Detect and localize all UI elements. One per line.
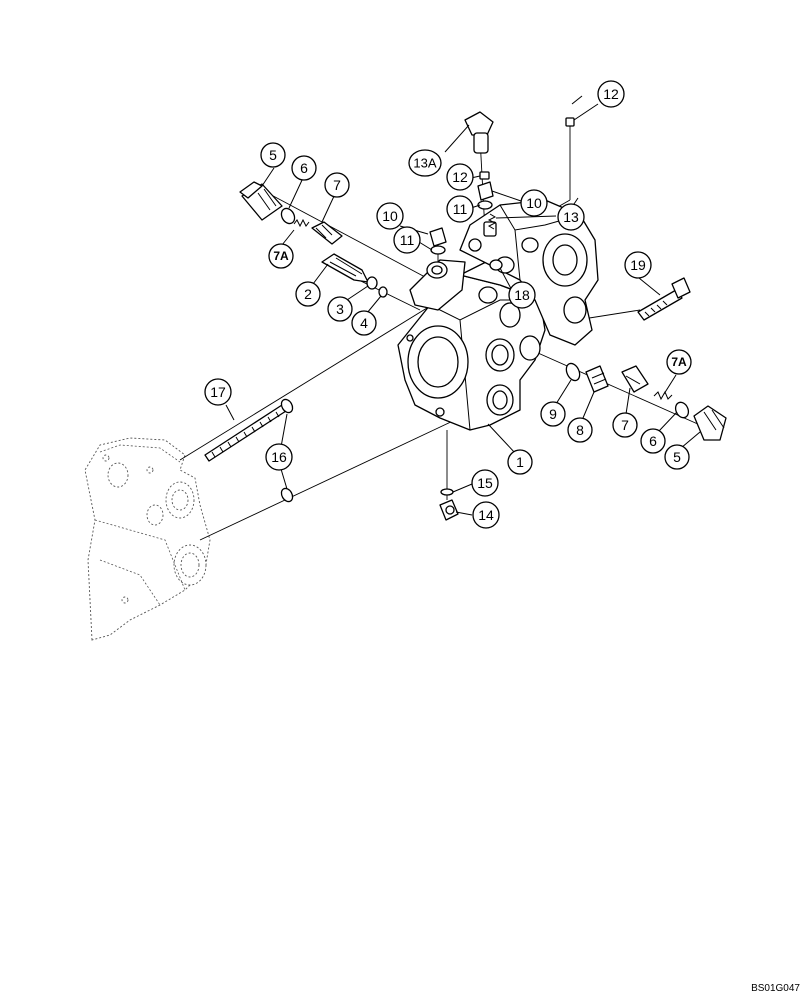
svg-text:5: 5 [673, 449, 681, 465]
callout-7-right: 7 [612, 412, 638, 438]
callouts: 5 6 7 7A 2 3 4 10 11 12 13A 12 10 11 13 … [204, 80, 692, 529]
plug-right [693, 405, 727, 441]
plug-8 [585, 365, 609, 393]
svg-text:13: 13 [563, 209, 579, 225]
callout-9: 9 [540, 401, 566, 427]
svg-text:7: 7 [333, 177, 341, 193]
callout-10-right: 10 [520, 189, 548, 217]
callout-5-right: 5 [664, 444, 690, 470]
callout-12-mid: 12 [446, 163, 474, 191]
callout-15: 15 [471, 469, 499, 497]
svg-text:10: 10 [382, 208, 398, 224]
components [204, 111, 727, 521]
elbow-fitting [464, 111, 494, 154]
svg-text:12: 12 [603, 86, 619, 102]
mating-pump-housing [84, 437, 211, 641]
svg-text:11: 11 [453, 201, 468, 217]
callout-10-left: 10 [376, 202, 404, 230]
svg-text:10: 10 [526, 195, 542, 211]
svg-text:7: 7 [621, 417, 629, 433]
relief-valve-right [621, 365, 649, 393]
svg-text:14: 14 [478, 507, 494, 523]
callout-4: 4 [351, 310, 377, 336]
svg-text:13A: 13A [413, 156, 436, 171]
callout-19: 19 [624, 251, 652, 279]
callout-7-left: 7 [324, 172, 350, 198]
callout-7A-left: 7A [268, 243, 294, 269]
callout-1: 1 [507, 449, 533, 475]
callout-7A-right: 7A [666, 349, 692, 375]
svg-text:4: 4 [360, 315, 368, 331]
svg-text:12: 12 [452, 169, 468, 185]
callout-3: 3 [327, 296, 353, 322]
callout-14: 14 [472, 501, 500, 529]
svg-text:1: 1 [516, 454, 524, 470]
callout-12-top: 12 [597, 80, 625, 108]
svg-text:17: 17 [210, 384, 226, 400]
svg-text:18: 18 [514, 287, 530, 303]
relief-valve-left [311, 221, 343, 245]
svg-text:19: 19 [630, 257, 646, 273]
svg-text:7A: 7A [273, 249, 289, 263]
svg-text:16: 16 [271, 449, 287, 465]
callout-17: 17 [204, 378, 232, 406]
leader-lines [225, 95, 701, 516]
figure-reference-code: BS01G047 [751, 983, 800, 994]
callout-8: 8 [567, 417, 593, 443]
callout-5-left: 5 [260, 142, 286, 168]
plug-left [239, 181, 283, 221]
callout-13: 13 [557, 203, 585, 231]
svg-text:5: 5 [269, 147, 277, 163]
svg-text:7A: 7A [671, 355, 687, 369]
callout-6-left: 6 [291, 155, 317, 181]
svg-text:3: 3 [336, 301, 344, 317]
svg-text:11: 11 [400, 232, 415, 248]
callout-16: 16 [265, 443, 293, 471]
svg-text:15: 15 [477, 475, 493, 491]
callout-13A: 13A [408, 149, 442, 177]
svg-text:9: 9 [549, 406, 557, 422]
cartridge [321, 253, 369, 283]
bolt-19 [637, 277, 691, 321]
svg-text:6: 6 [649, 433, 657, 449]
callout-18: 18 [508, 281, 536, 309]
svg-text:8: 8 [576, 422, 584, 438]
callout-2: 2 [295, 281, 321, 307]
callout-11-left: 11 [393, 226, 421, 254]
control-section [459, 199, 599, 346]
callout-11-right: 11 [446, 195, 474, 223]
svg-text:2: 2 [304, 286, 312, 302]
callout-6-right: 6 [640, 428, 666, 454]
svg-text:6: 6 [300, 160, 308, 176]
